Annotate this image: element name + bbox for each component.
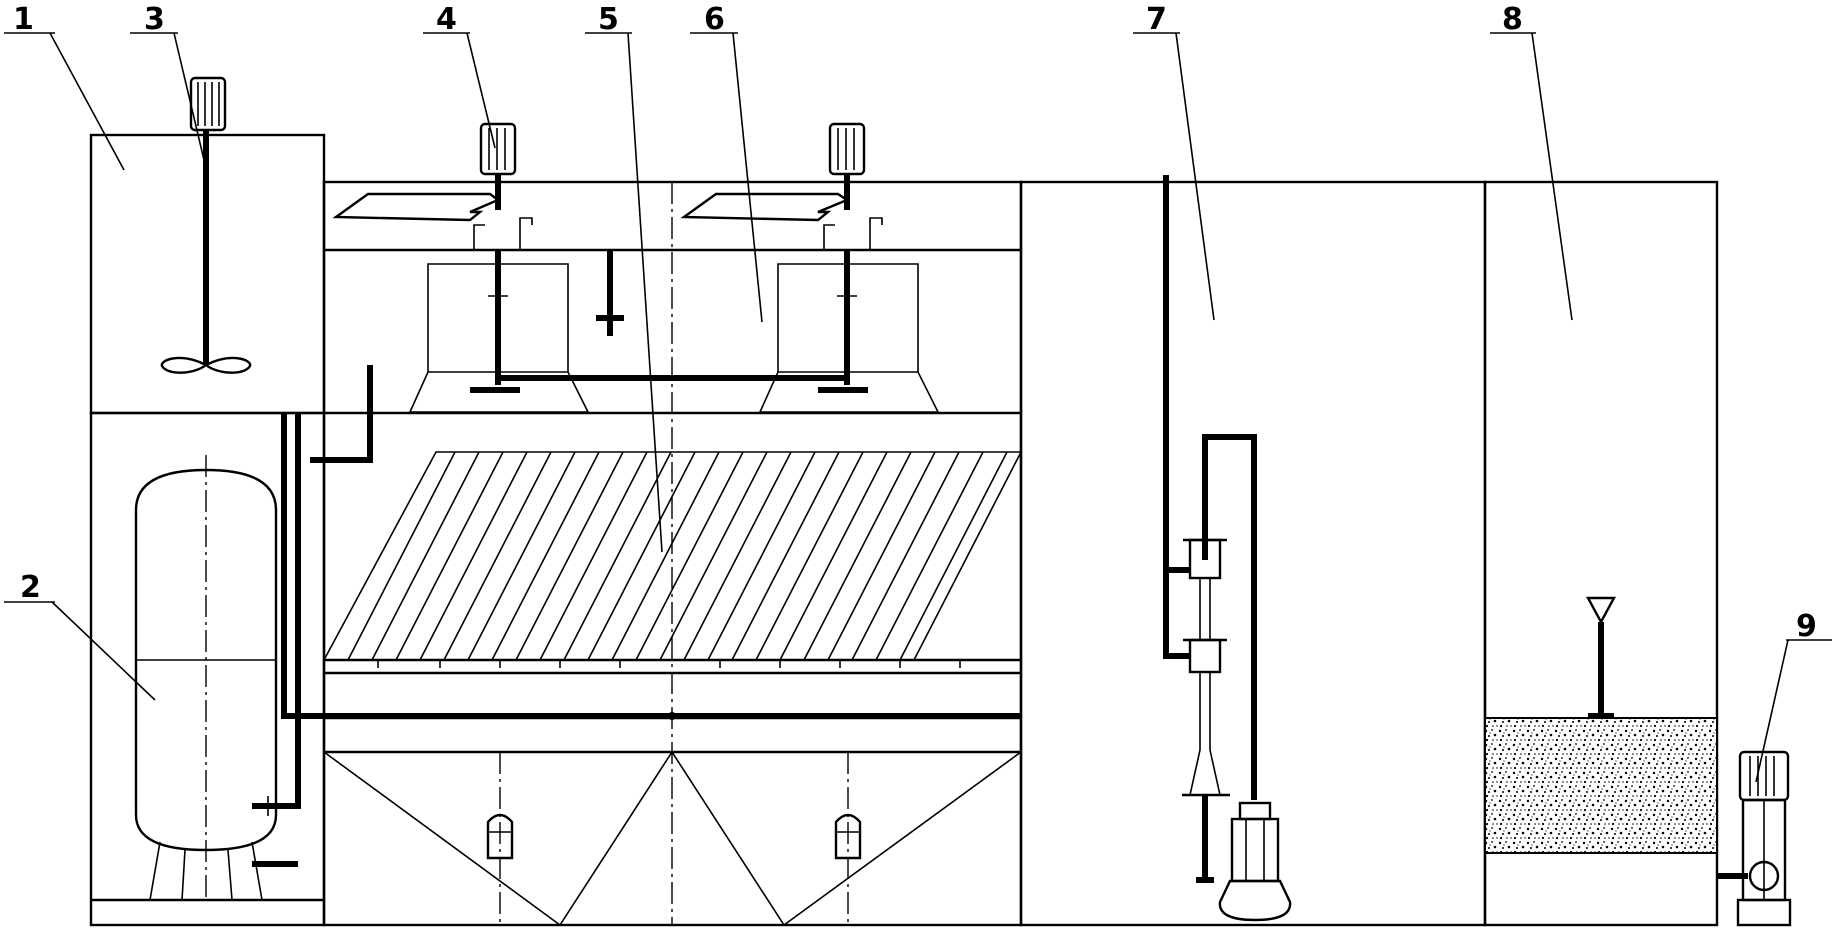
- sludge-hoppers: [323, 750, 1022, 927]
- label-4-text: 4: [436, 2, 457, 37]
- inclined-plate: [419, 451, 528, 661]
- label-3: 3: [130, 2, 205, 161]
- inclined-plate: [899, 451, 1008, 661]
- clear-water-tank: [1019, 175, 1487, 927]
- inclined-plate: [779, 451, 888, 661]
- inclined-plate: [443, 451, 552, 661]
- inclined-plate: [827, 451, 936, 661]
- inclined-plate: [707, 451, 816, 661]
- backwash-pump: [1717, 750, 1792, 927]
- scraper-chamber-left: [408, 250, 590, 413]
- label-7-text: 7: [1146, 2, 1167, 37]
- label-6: 6: [690, 2, 763, 323]
- label-5: 5: [585, 2, 663, 553]
- submersible-pump: [1218, 801, 1292, 922]
- label-2: 2: [4, 570, 156, 701]
- inclined-plate: [371, 451, 480, 661]
- inclined-plate: [851, 451, 960, 661]
- inclined-plate: [539, 451, 648, 661]
- label-1: 1: [4, 2, 125, 171]
- inclined-plate: [875, 451, 984, 661]
- inclined-plate: [467, 451, 576, 661]
- label-8: 8: [1490, 2, 1573, 321]
- inclined-plate: [395, 451, 504, 661]
- inclined-plate: [587, 451, 696, 661]
- filter-tank: [1483, 180, 1719, 927]
- scraper-chamber-right: [758, 250, 940, 413]
- inclined-plate: [659, 451, 768, 661]
- inclined-plate: [683, 451, 792, 661]
- label-9: 9: [1755, 609, 1832, 783]
- inclined-plate: [563, 451, 672, 661]
- scraper-motor-right: [680, 122, 883, 250]
- inclined-plate: [611, 451, 720, 661]
- inclined-plate: [755, 451, 864, 661]
- inclined-plate: [491, 451, 600, 661]
- label-7: 7: [1133, 2, 1215, 321]
- agitator-motor: [160, 76, 252, 374]
- scraper-motor-left: [332, 122, 533, 250]
- label-6-text: 6: [704, 2, 725, 37]
- plate-supports: [377, 660, 961, 668]
- label-1-text: 1: [13, 2, 34, 37]
- label-3-text: 3: [144, 2, 165, 37]
- inclined-plate: [731, 451, 840, 661]
- center-valve: [596, 250, 624, 336]
- label-9-text: 9: [1796, 609, 1817, 644]
- label-2-text: 2: [20, 570, 41, 605]
- inclined-plate: [347, 451, 456, 661]
- inclined-plate: [803, 451, 912, 661]
- label-8-text: 8: [1502, 2, 1523, 37]
- inclined-plate-pack: [322, 451, 1023, 661]
- dissolved-air-piping: [252, 365, 1021, 867]
- label-5-text: 5: [598, 2, 619, 37]
- pressure-vessel: [134, 455, 278, 901]
- inclined-plate: [515, 451, 624, 661]
- inclined-plate: [635, 451, 744, 661]
- label-4: 4: [423, 2, 496, 149]
